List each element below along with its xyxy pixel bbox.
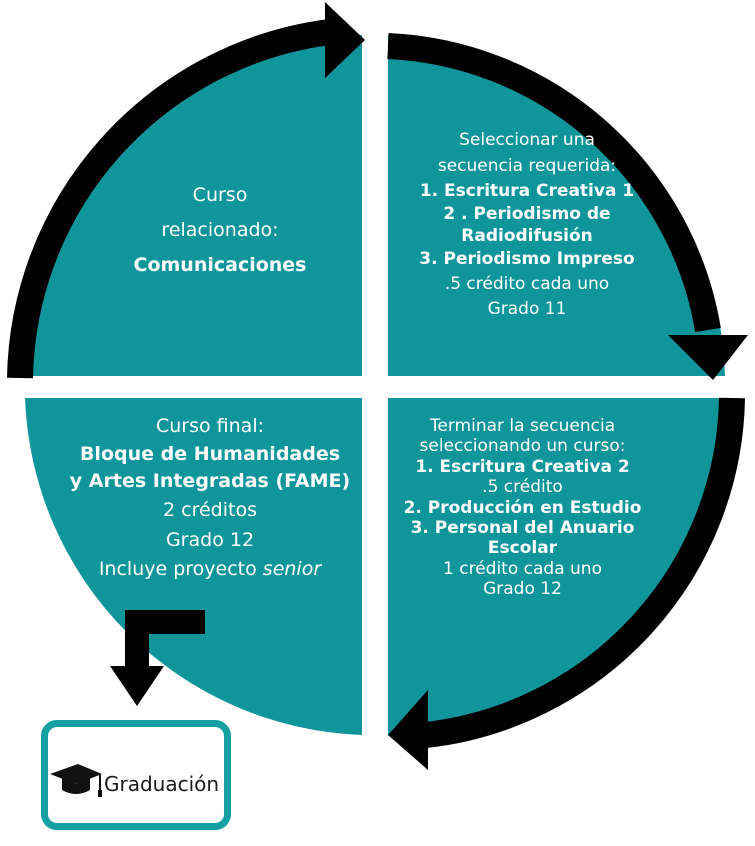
tr-intro1: Seleccionar una	[459, 130, 595, 150]
tl-line1: Curso	[192, 184, 248, 206]
arrow-right-head	[668, 335, 748, 380]
arrow-bottom-head	[388, 690, 428, 770]
br-grade: Grado 12	[483, 579, 562, 600]
arrow-left-arc	[7, 19, 332, 379]
br-item1-credit: .5 crédito	[482, 477, 563, 498]
quadrant-top-right	[388, 35, 725, 376]
br-credit: 1 crédito cada uno	[443, 558, 602, 579]
tl-line2: relacionado:	[161, 219, 279, 242]
required-sequence-text: Seleccionar una secuencia requerida: 1. …	[392, 128, 662, 323]
bl-credits: 2 créditos	[163, 499, 257, 522]
bl-project-prefix: Incluye proyecto	[98, 558, 263, 581]
tr-item2a: 2 . Periodismo de	[443, 203, 611, 224]
br-item1: 1. Escritura Creativa 2	[415, 456, 630, 477]
tr-item1: 1. Escritura Creativa 1	[419, 181, 635, 201]
bl-project-emph: senior	[262, 558, 322, 581]
arrow-to-graduation	[125, 610, 205, 668]
bl-title1: Bloque de Humanidades	[79, 443, 341, 466]
br-item3b: Escolar	[487, 538, 558, 559]
br-item2: 2. Producción en Estudio	[403, 497, 642, 518]
bl-heading: Curso final:	[155, 415, 265, 437]
bl-project: Incluye proyecto senior	[60, 555, 360, 584]
bl-grade: Grado 12	[165, 528, 255, 551]
graduation-cap-icon	[50, 764, 102, 797]
quadrant-top-left	[25, 35, 362, 376]
related-course-text: Curso relacionado: Comunicaciones	[120, 178, 320, 283]
quadrant-bottom-right	[388, 398, 725, 735]
tr-credit: .5 crédito cada uno	[444, 273, 610, 294]
arrow-left-head	[325, 2, 365, 78]
br-intro1: Terminar la secuencia	[429, 416, 616, 436]
final-course-text: Curso final: Bloque de Humanidades y Art…	[60, 412, 360, 585]
tr-item3: 3. Periodismo Impreso	[419, 249, 635, 270]
quadrant-bottom-left	[25, 398, 362, 735]
tr-grade: Grado 11	[487, 299, 567, 320]
br-intro2: seleccionando un curso:	[419, 436, 626, 457]
arrow-right-arc	[387, 33, 721, 333]
tr-intro2: secuencia requerida:	[437, 155, 617, 176]
bl-title2: y Artes Integradas (FAME)	[69, 469, 351, 492]
finish-sequence-text: Terminar la secuencia seleccionando un c…	[385, 416, 660, 600]
graduation-label: Graduación	[104, 772, 220, 796]
br-item3a: 3. Personal del Anuario	[410, 517, 635, 538]
arrow-to-graduation-head	[110, 666, 164, 706]
arrow-bottom-arc	[424, 397, 745, 748]
tr-item2b: Radiodifusión	[461, 226, 593, 247]
tl-line3: Comunicaciones	[133, 254, 307, 277]
